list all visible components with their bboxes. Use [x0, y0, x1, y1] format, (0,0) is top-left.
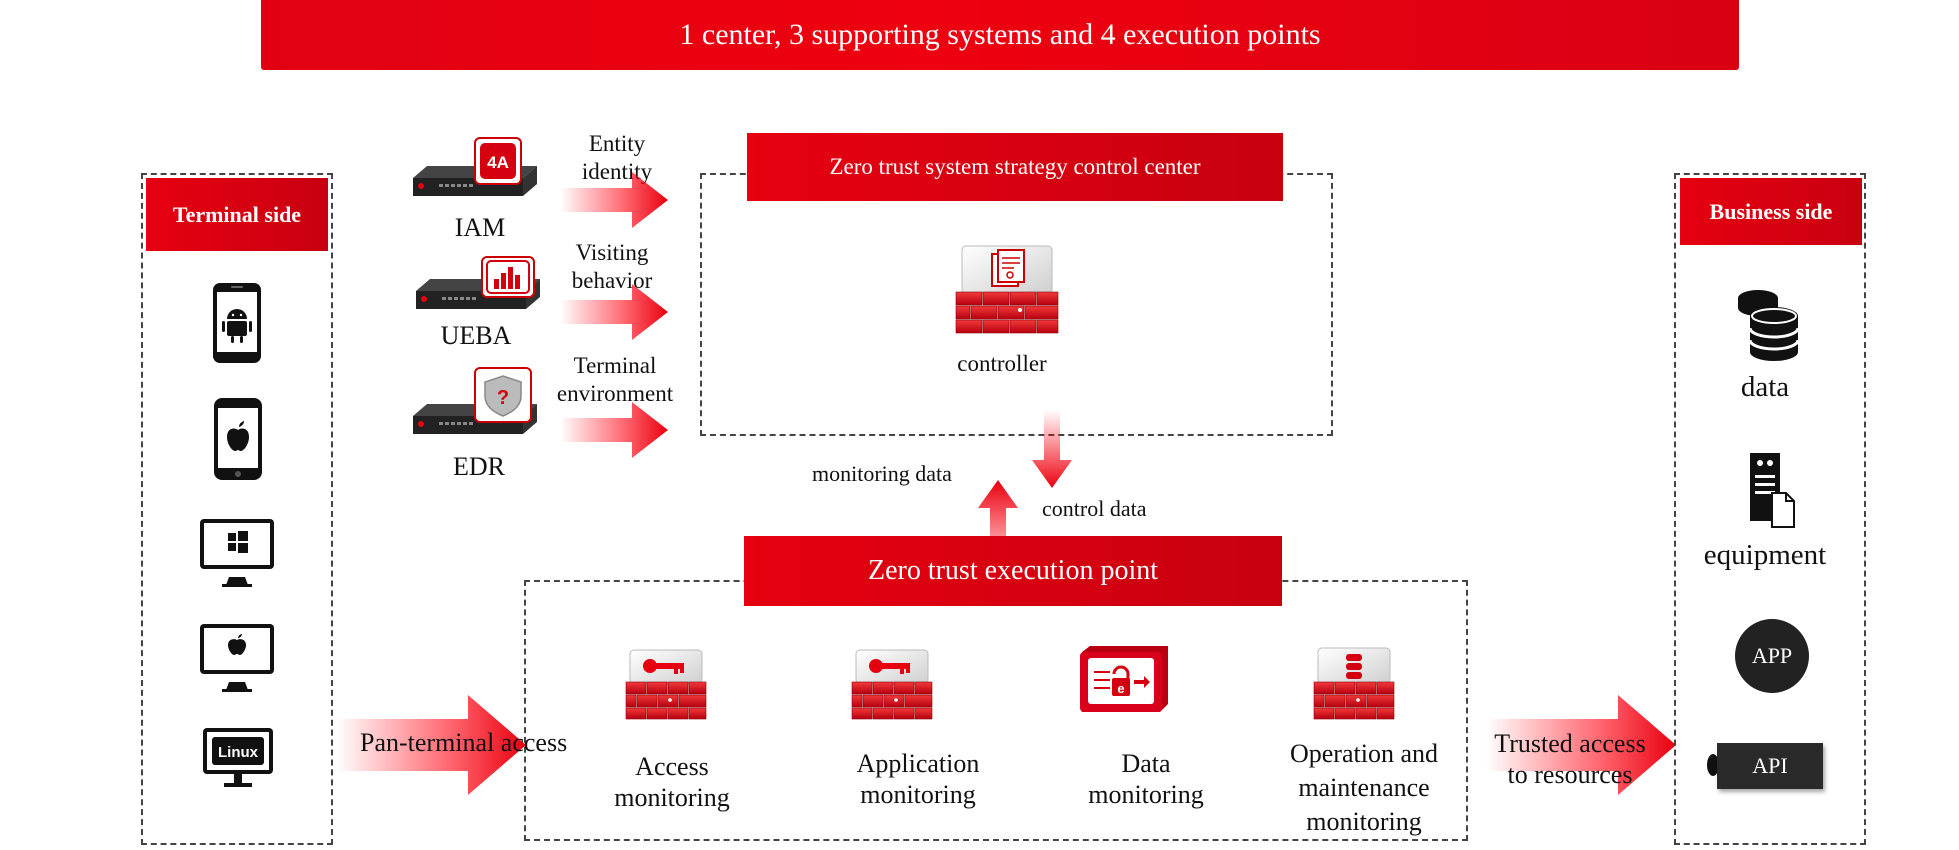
- control-center-title: Zero trust system strategy control cente…: [747, 133, 1283, 201]
- linux-monitor-icon: Linux: [203, 728, 273, 787]
- app-icon: APP: [1735, 619, 1809, 693]
- pan-terminal-access-label: Pan-terminal access: [360, 728, 568, 757]
- control-data-label: control data: [1042, 496, 1147, 521]
- iam-label: IAM: [454, 213, 506, 242]
- control-data-arrow: [1032, 410, 1072, 488]
- api-icon: API: [1717, 743, 1823, 789]
- monitoring-data-label: monitoring data: [812, 461, 952, 486]
- trusted-access-label: Trusted access to resources: [1494, 729, 1646, 790]
- windows-monitor-icon: [200, 519, 274, 587]
- apple-phone-icon: [214, 398, 262, 480]
- terminal-side-panel: [141, 173, 333, 845]
- svg-text:?: ?: [497, 387, 509, 409]
- page-title: 1 center, 3 supporting systems and 4 exe…: [679, 18, 1321, 51]
- mac-monitor-icon: [200, 624, 274, 692]
- entity-identity-arrow: [560, 172, 668, 228]
- business-side-label: Business side: [1680, 178, 1862, 245]
- access-monitoring-label: Access monitoring: [614, 752, 730, 813]
- ueba-device-icon: [416, 256, 540, 309]
- access-monitoring-icon: [625, 649, 707, 720]
- iam-device-icon: 4A: [413, 137, 537, 196]
- pan-terminal-access-arrow: [336, 695, 526, 795]
- ueba-label: UEBA: [440, 321, 512, 350]
- page-title-banner: 1 center, 3 supporting systems and 4 exe…: [261, 0, 1739, 70]
- business-side-panel: [1674, 173, 1866, 845]
- iam-badge-text: 4A: [487, 153, 509, 172]
- application-monitoring-label: Application monitoring: [856, 749, 980, 810]
- operation-monitoring-label: Operation and maintenance monitoring: [1289, 739, 1438, 836]
- visiting-behavior-arrow: [560, 284, 668, 340]
- data-monitoring-icon: e: [1080, 646, 1168, 712]
- equipment-label: equipment: [1703, 539, 1827, 571]
- application-monitoring-icon: [851, 649, 933, 720]
- linux-text: Linux: [218, 744, 259, 761]
- equipment-server-icon: [1750, 453, 1795, 528]
- edr-label: EDR: [453, 452, 505, 481]
- edr-device-icon: ?: [413, 367, 537, 434]
- trusted-access-arrow: [1486, 695, 1676, 795]
- controller-icon: [955, 245, 1059, 334]
- terminal-environment-arrow: [560, 402, 668, 458]
- api-connector-dot: [1707, 754, 1719, 776]
- monitoring-data-arrow: [978, 480, 1018, 580]
- data-label: data: [1740, 371, 1790, 403]
- terminal-side-label: Terminal side: [146, 178, 328, 251]
- svg-text:e: e: [1117, 681, 1124, 696]
- execution-point-title: Zero trust execution point: [744, 536, 1282, 606]
- operation-monitoring-icon: [1313, 647, 1395, 720]
- database-icon: [1738, 290, 1800, 361]
- controller-label: controller: [957, 351, 1047, 376]
- android-phone-icon: [213, 283, 261, 363]
- terminal-environment-label: Terminal environment: [556, 353, 674, 406]
- visiting-behavior-label: Visiting behavior: [571, 240, 653, 293]
- data-monitoring-label: Data monitoring: [1088, 749, 1204, 810]
